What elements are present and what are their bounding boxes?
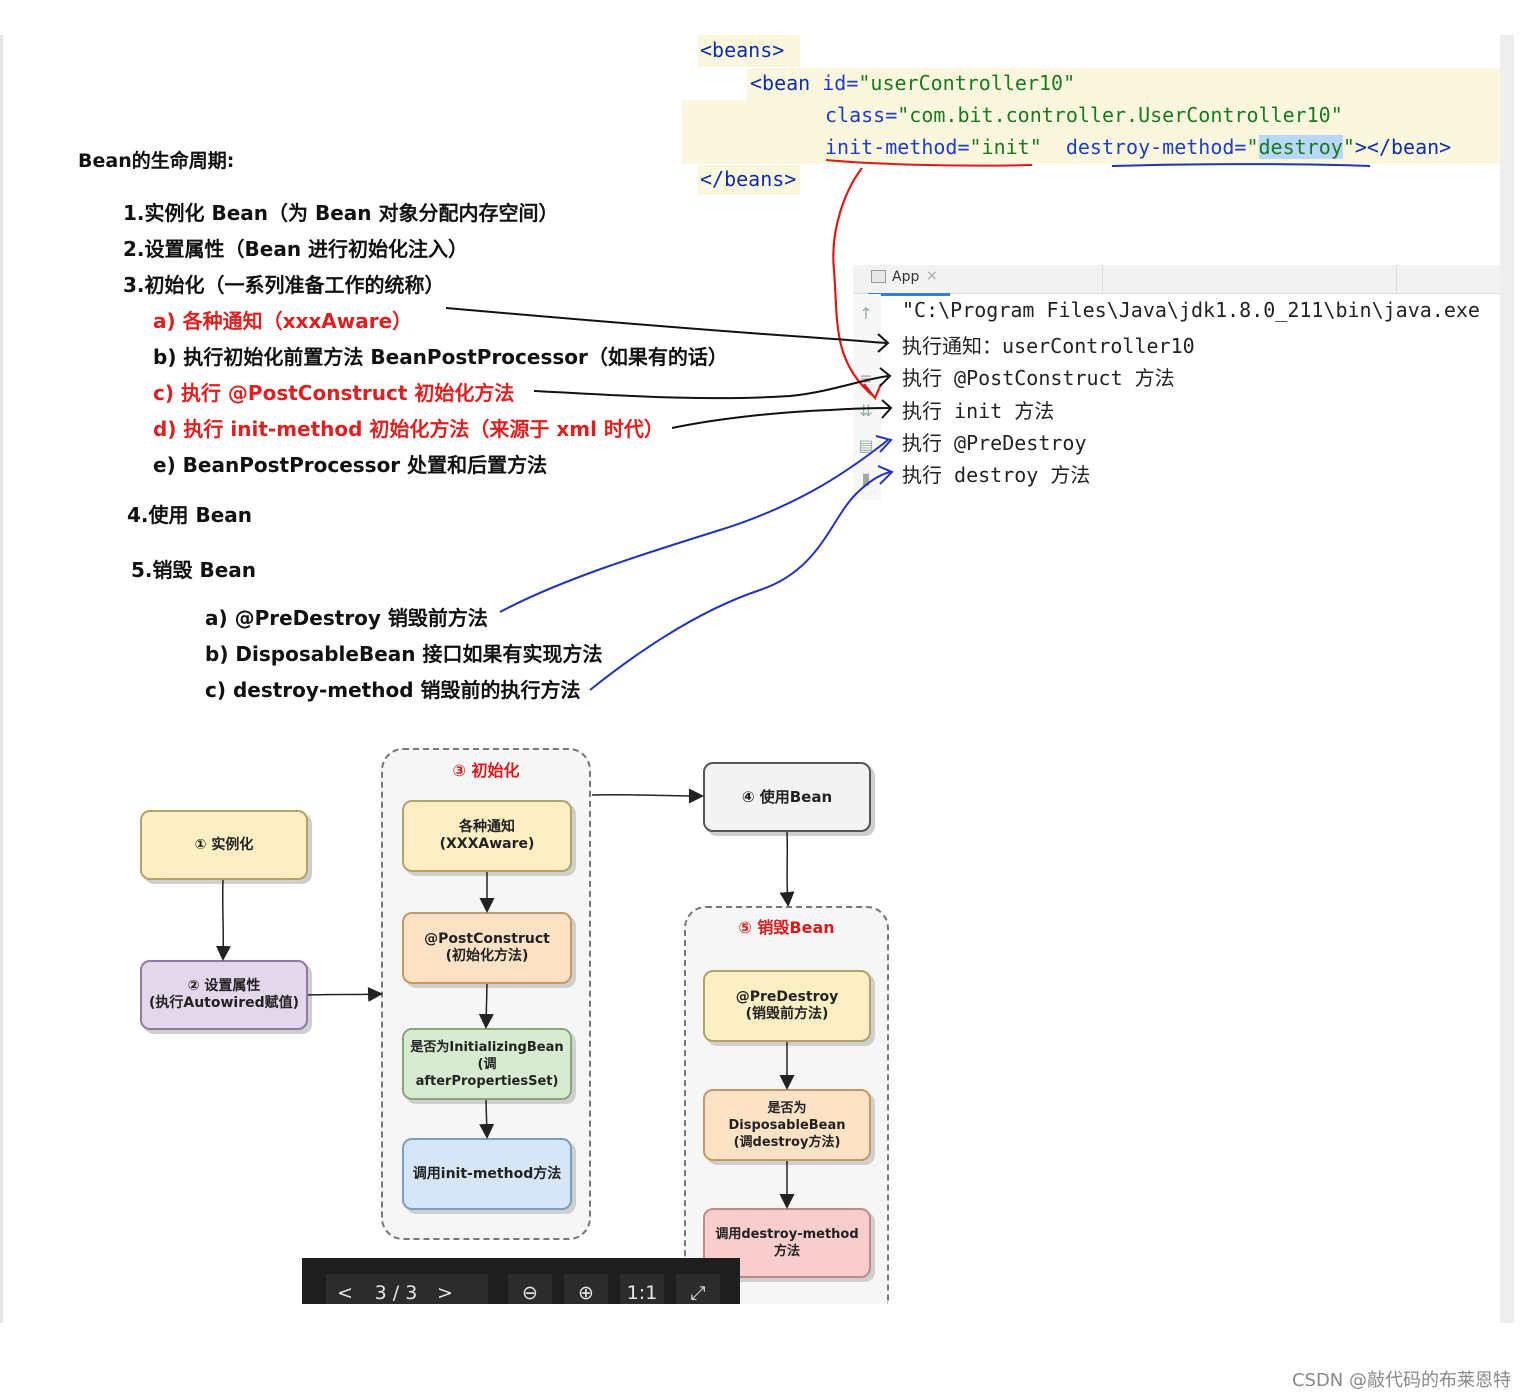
code-bg-close	[698, 165, 800, 195]
destroy-group-label: ⑤ 销毁Bean	[738, 918, 835, 937]
class-value: "com.bit.controller.UserController10"	[897, 103, 1343, 127]
step-5a-predestroy: a) @PreDestroy 销毁前方法	[205, 606, 488, 630]
init-method-value: "init"	[969, 135, 1042, 159]
box-use-bean: ④ 使用Bean	[703, 762, 871, 832]
run-console	[853, 265, 1500, 500]
class-attr: class=	[825, 103, 898, 127]
scroll-to-end-icon[interactable]: ⇊	[859, 401, 873, 420]
conn-initializing-initmethod	[479, 1099, 495, 1139]
box-aware: 各种通知 (XXXAware)	[402, 800, 572, 872]
tab-divider	[1102, 265, 1103, 293]
lifecycle-title: Bean的生命周期:	[78, 150, 235, 172]
destroy-method-attr: destroy-method=	[1065, 135, 1247, 159]
soft-wrap-icon[interactable]: ≡	[859, 369, 873, 388]
step-3b-before-init: b) 执行初始化前置方法 BeanPostProcessor（如果有的话）	[153, 345, 728, 369]
red-arrow-init	[832, 167, 873, 396]
code-bg-line1	[698, 35, 800, 67]
app-tab-icon	[871, 270, 886, 283]
code-bg-attrs	[682, 100, 1500, 164]
box-initializing-bean: 是否为InitializingBean (调afterPropertiesSet…	[402, 1028, 572, 1100]
destroy-quote-open: "	[1246, 135, 1259, 159]
next-page-button[interactable]: >	[437, 1282, 453, 1304]
destroy-selected-text: destroy	[1258, 135, 1343, 159]
step-5b-disposable: b) DisposableBean 接口如果有实现方法	[205, 642, 603, 666]
arrow-init-method	[671, 407, 891, 429]
conn-setprops-init	[307, 986, 383, 1002]
close-icon[interactable]: ×	[926, 268, 938, 284]
box-predestroy: @PreDestroy (销毁前方法)	[703, 970, 871, 1042]
init-underline	[825, 159, 1033, 167]
conn-instantiate-setprops	[215, 879, 231, 961]
page-indicator: 3 / 3	[374, 1282, 418, 1304]
zoom-in-icon[interactable]: ⊕	[564, 1274, 608, 1304]
box-disposable-bean: 是否为DisposableBean (调destroy方法)	[703, 1089, 871, 1161]
beans-close-tag: </beans>	[700, 167, 797, 191]
init-group-label: ③ 初始化	[452, 761, 520, 780]
bean-close-tag: ></bean>	[1354, 135, 1452, 159]
arrow-predestroy	[499, 439, 889, 613]
step-3d-init-method: d) 执行 init-method 初始化方法（来源于 xml 时代）	[153, 417, 664, 441]
arrowhead-destroy-method	[877, 465, 894, 485]
left-border	[0, 35, 3, 1323]
step-5c-destroy-method: c) destroy-method 销毁前的执行方法	[205, 678, 581, 702]
arrowhead-init-method	[881, 399, 893, 419]
console-line-5: 执行 @PreDestroy	[902, 431, 1087, 455]
id-value: "userController10"	[858, 71, 1076, 95]
console-tab-label: App	[892, 269, 920, 285]
destroy-quote-close: "	[1342, 135, 1355, 159]
step-4-use-bean: 4.使用 Bean	[127, 503, 253, 527]
console-line-2: 执行通知：userController10	[902, 334, 1195, 358]
console-line-3: 执行 @PostConstruct 方法	[902, 366, 1175, 390]
tab-divider-2	[1396, 265, 1397, 293]
footer-watermark: CSDN @敲代码的布莱恩特	[1291, 1370, 1511, 1391]
arrow-postconstruct	[533, 375, 889, 400]
arrowhead-predestroy	[875, 435, 893, 453]
trash-icon[interactable]: ▮	[861, 469, 871, 488]
pager-group	[326, 1274, 488, 1304]
print-icon[interactable]: ▤	[858, 436, 874, 455]
step-2-set-properties: 2.设置属性（Bean 进行初始化注入）	[123, 237, 469, 261]
arrowhead-postconstruct	[879, 367, 892, 387]
conn-init-use	[591, 788, 704, 804]
red-arrowhead	[863, 383, 883, 401]
arrow-aware	[445, 307, 887, 344]
conn-use-destroy	[779, 831, 795, 907]
box-set-properties: ② 设置属性 (执行Autowired赋值)	[140, 960, 308, 1030]
arrowhead-aware	[877, 333, 890, 353]
id-attr: id=	[822, 71, 859, 95]
class-line: class="com.bit.controller.UserController…	[825, 103, 1343, 127]
console-tab-app[interactable]: App ×	[868, 265, 950, 296]
box-postconstruct: @PostConstruct (初始化方法)	[402, 912, 572, 984]
destroy-underline	[1111, 163, 1371, 167]
code-indent-gap	[695, 68, 747, 100]
bean-tag: <bean	[750, 71, 811, 95]
actual-size-button[interactable]: 1:1	[620, 1274, 664, 1304]
zoom-out-icon[interactable]: ⊖	[508, 1274, 552, 1304]
console-tab-bar	[853, 265, 1500, 294]
console-line-6: 执行 destroy 方法	[902, 463, 1091, 487]
step-3e-post-processor: e) BeanPostProcessor 处置和后置方法	[153, 453, 548, 477]
method-line: init-method="init" destroy-method="destr…	[825, 135, 1451, 159]
console-line-1: "C:\Program Files\Java\jdk1.8.0_211\bin\…	[902, 298, 1480, 322]
beans-open-tag: <beans>	[700, 38, 785, 62]
right-scroll-strip	[1500, 35, 1514, 1323]
box-init-method: 调用init-method方法	[402, 1138, 572, 1210]
scroll-up-icon[interactable]: ↑	[859, 304, 873, 323]
console-line-4: 执行 init 方法	[902, 399, 1055, 423]
init-method-attr: init-method=	[825, 135, 970, 159]
box-instantiate: ① 实例化	[140, 810, 308, 880]
step-5-destroy-bean: 5.销毁 Bean	[131, 558, 257, 582]
step-3c-postconstruct: c) 执行 @PostConstruct 初始化方法	[153, 381, 515, 405]
step-3-initialize: 3.初始化（一系列准备工作的统称）	[123, 273, 445, 297]
conn-postconstruct-initializing	[478, 983, 494, 1029]
step-3a-aware: a) 各种通知（xxxAware）	[153, 309, 413, 333]
expand-icon[interactable]: ⤢	[676, 1274, 720, 1304]
bean-open-line: <bean id="userController10"	[750, 71, 1075, 95]
step-1-instantiate: 1.实例化 Bean（为 Bean 对象分配内存空间）	[123, 201, 559, 225]
prev-page-button[interactable]: <	[337, 1282, 353, 1304]
arrow-destroy-method	[589, 471, 891, 691]
